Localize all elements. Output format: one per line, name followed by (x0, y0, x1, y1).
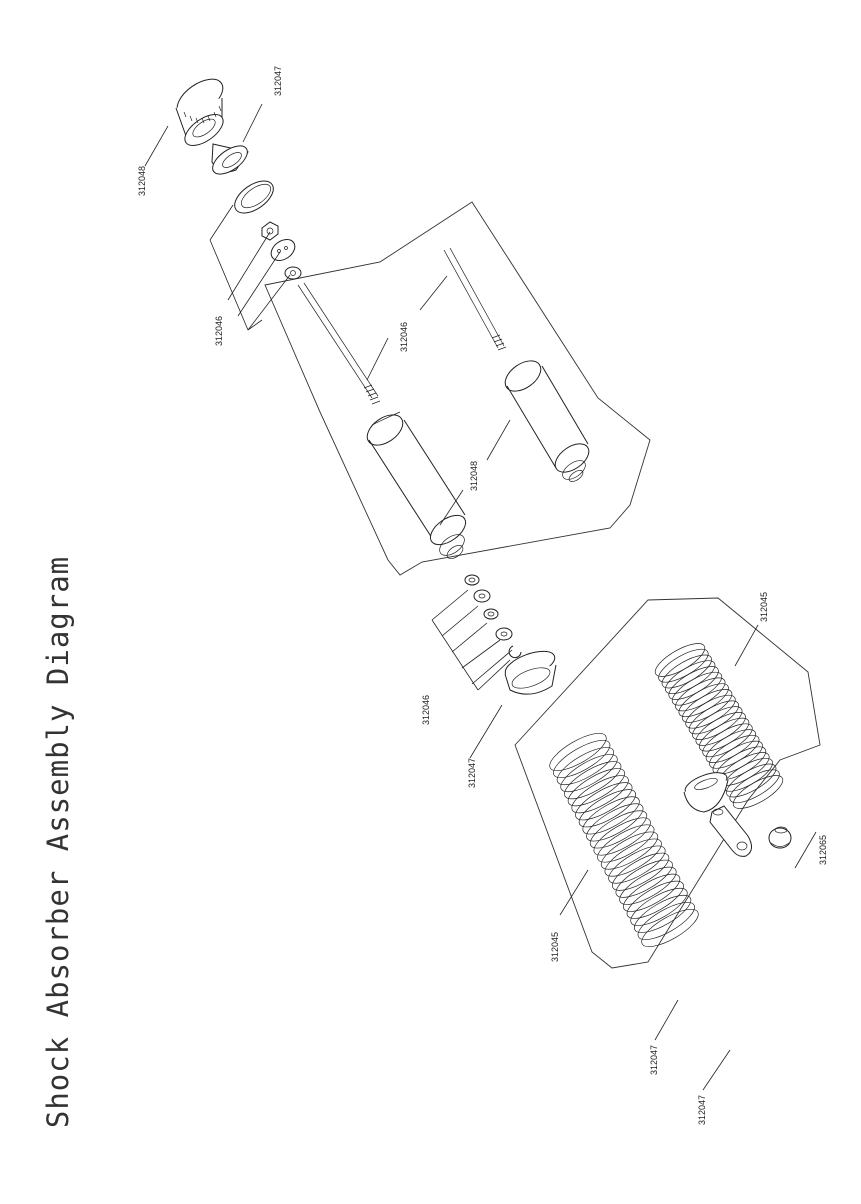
left-spring-part (549, 733, 699, 947)
spring-cup-part (683, 772, 729, 813)
label-collar-mid: 312047 (467, 758, 477, 788)
label-spring-cup: 312047 (649, 1045, 659, 1075)
part-labels: 312048 312047 312046 312046 312048 31204… (137, 66, 828, 1125)
spring-coil (553, 740, 611, 778)
spring-coil (622, 873, 681, 912)
label-cap-top: 312048 (137, 166, 147, 196)
spring-coil (615, 859, 673, 898)
leader-lines (144, 103, 817, 1091)
label-spring-left: 312045 (550, 932, 560, 962)
spring-coil (589, 810, 648, 849)
spring-coil (604, 838, 662, 877)
spring-coil (732, 775, 784, 809)
label-rod-end: 312047 (697, 1095, 707, 1125)
label-seal-kit-top: 312046 (214, 316, 224, 346)
spring-coil (726, 763, 777, 798)
spring-coil (600, 831, 659, 870)
label-spring-right: 312045 (759, 592, 769, 622)
left-shaft-part (297, 282, 381, 405)
right-shaft-part (443, 247, 507, 351)
top-collar-part (211, 143, 249, 175)
spring-coil (619, 866, 677, 905)
spring-coil (567, 768, 626, 807)
label-collar-top: 312047 (273, 66, 283, 96)
spring-coil (575, 782, 633, 821)
spring-coil (582, 796, 640, 835)
rod-end-part (709, 805, 752, 857)
spring-coil (571, 775, 629, 814)
spring-coil (578, 789, 637, 828)
shock-body-group-outline (264, 201, 651, 576)
spring-group-outline (514, 597, 821, 969)
spring-coil (556, 747, 615, 786)
right-spring-part (654, 643, 784, 809)
spring-coil (564, 761, 622, 800)
right-shock-body-part (504, 360, 590, 482)
label-body-left: 312048 (469, 461, 479, 491)
shock-cap-part (175, 78, 224, 147)
label-shaft-left: 312046 (399, 322, 409, 352)
label-ball-end: 312065 (818, 835, 828, 865)
middle-collar-part (504, 650, 557, 695)
spring-coil (633, 894, 692, 933)
spring-coil (626, 880, 684, 919)
spring-coil (560, 754, 618, 793)
spring-coil (611, 852, 670, 891)
spring-coil (641, 909, 699, 947)
left-shock-body-part (366, 411, 467, 559)
spring-coil (608, 845, 666, 884)
middle-washer-parts (464, 574, 522, 659)
spring-coil (593, 817, 651, 856)
spring-coil (630, 887, 688, 926)
cap-ring-part (234, 180, 274, 214)
spring-coil (637, 902, 695, 940)
ball-end-part (768, 826, 792, 849)
spring-coil (729, 769, 780, 804)
spring-coil (597, 824, 655, 863)
spring-coil (549, 733, 607, 771)
spring-coil (586, 803, 644, 842)
label-washers-mid: 312046 (421, 695, 431, 725)
